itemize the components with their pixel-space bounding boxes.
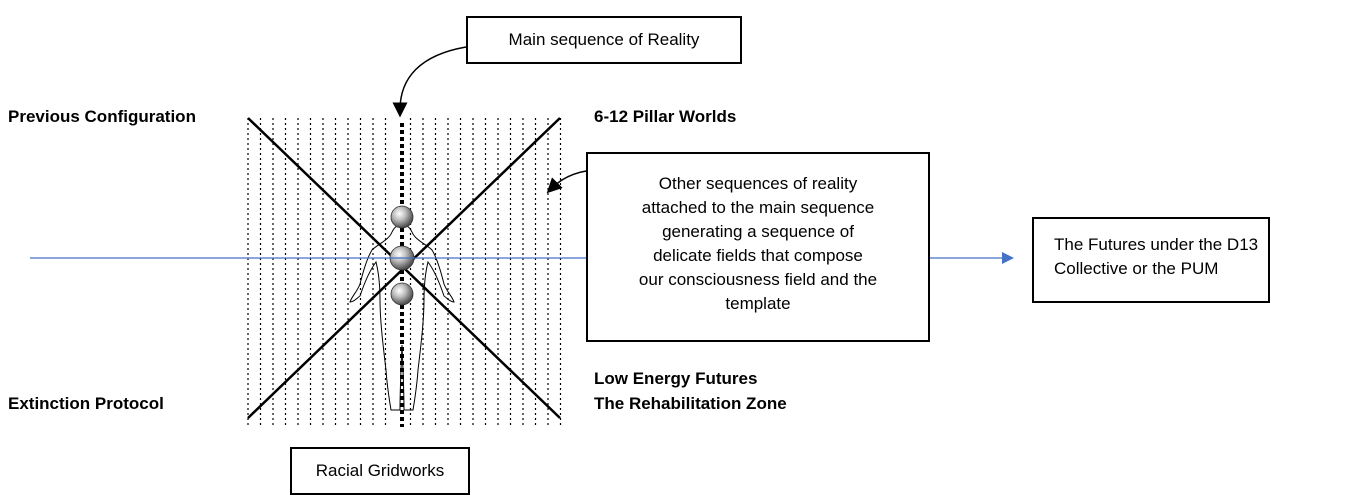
other-sequences-line: Other sequences of reality (658, 174, 858, 193)
main-sequence-text: Main sequence of Reality (508, 30, 700, 49)
racial-gridworks-text: Racial Gridworks (315, 461, 445, 480)
main-sequence-pointer-arrow (392, 46, 467, 118)
other-sequences-line: template (725, 294, 791, 313)
extinction-protocol-label: Extinction Protocol (8, 394, 164, 413)
other-sequences-box: Other sequences of reality attached to t… (586, 152, 930, 342)
other-sequences-line: our consciousness field and the (638, 270, 878, 289)
futures-box: The Futures under the D13 Collective or … (1032, 217, 1270, 303)
previous-configuration-label: Previous Configuration (8, 107, 196, 126)
racial-gridworks-box: Racial Gridworks (290, 447, 470, 495)
rehabilitation-zone-label: The Rehabilitation Zone (594, 394, 787, 413)
other-sequences-line: delicate fields that compose (653, 246, 863, 265)
futures-line: The Futures under the D13 (1054, 235, 1259, 254)
other-sequences-line: attached to the main sequence (641, 198, 875, 217)
low-energy-futures-label: Low Energy Futures (594, 369, 758, 388)
futures-line: Collective or the PUM (1054, 259, 1219, 278)
other-sequences-line: generating a sequence of (662, 222, 854, 241)
pillar-worlds-label: 6-12 Pillar Worlds (594, 107, 737, 126)
reality-sequence-lines (247, 118, 562, 425)
main-sequence-box: Main sequence of Reality (466, 16, 742, 64)
lower-sphere-icon (390, 282, 414, 306)
upper-sphere-icon (390, 205, 414, 229)
